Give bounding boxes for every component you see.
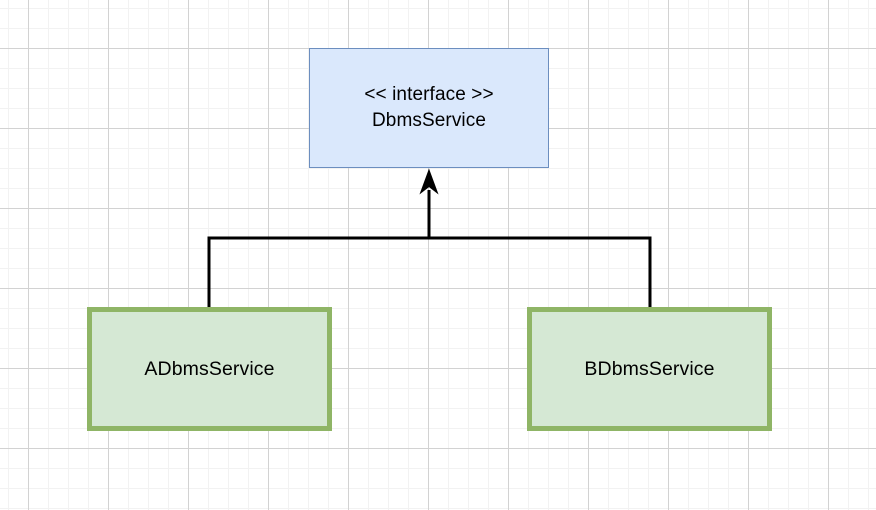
connector-bus-path — [207, 236, 652, 307]
node-b-dbms-service[interactable]: BDbmsService — [527, 307, 772, 431]
generalization-connector — [207, 168, 652, 307]
node-dbms-service[interactable]: << interface >> DbmsService — [309, 48, 549, 168]
arrowhead-icon — [419, 168, 439, 195]
node-a-dbms-service[interactable]: ADbmsService — [87, 307, 332, 431]
node-a-dbms-service-label: ADbmsService — [144, 358, 275, 380]
node-b-dbms-service-label: BDbmsService — [584, 358, 715, 380]
node-dbms-service-label: << interface >> DbmsService — [364, 84, 494, 131]
